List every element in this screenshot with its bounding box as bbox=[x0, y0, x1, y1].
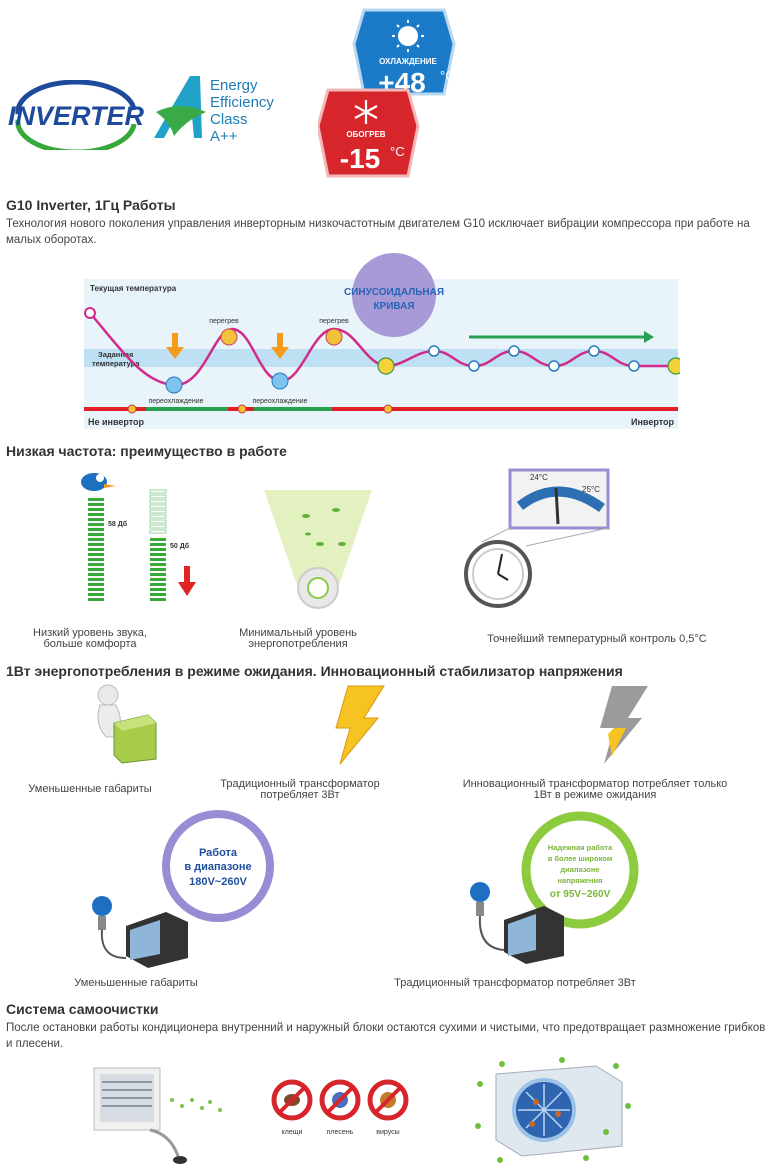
cooling-arrow-icon bbox=[166, 333, 289, 359]
svg-text:плесень: плесень bbox=[327, 1129, 354, 1136]
svg-text:-15: -15 bbox=[340, 143, 380, 174]
svg-text:50 Дб: 50 Дб bbox=[170, 542, 190, 550]
indoor-unit-illustration bbox=[90, 1060, 240, 1168]
lowfreq-caption-3: Точнейший температурный контроль 0,5°C bbox=[487, 633, 707, 645]
svg-text:Инвертор: Инвертор bbox=[631, 417, 674, 427]
energy-illustration bbox=[258, 488, 378, 618]
person-box-illustration bbox=[78, 683, 158, 765]
svg-text:в более широком: в более широком bbox=[548, 854, 613, 863]
snowflake-icon bbox=[354, 100, 378, 124]
svg-text:24°C: 24°C bbox=[530, 473, 548, 482]
svg-text:ОХЛАЖДЕНИЕ: ОХЛАЖДЕНИЕ bbox=[379, 57, 437, 66]
svg-text:Заданная: Заданная bbox=[98, 350, 133, 359]
svg-text:диапазоне: диапазоне bbox=[560, 865, 599, 874]
svg-text:Работа: Работа bbox=[199, 847, 238, 859]
temperature-range-badges: ОХЛАЖДЕНИЕ +48 °C ОБОГРЕВ -15 °C bbox=[316, 6, 460, 186]
standby-caption-3: Инновационный трансформатор потребляет т… bbox=[462, 778, 728, 801]
standby-caption-5: Традиционный трансформатор потребляет 3В… bbox=[394, 977, 636, 989]
stabilizer-1-illustration: Работа в диапазоне 180V~260V bbox=[86, 808, 276, 972]
plug-icon bbox=[92, 896, 127, 959]
bird-icon bbox=[81, 473, 116, 491]
svg-text:°C: °C bbox=[440, 68, 455, 83]
svg-text:Текущая температура: Текущая температура bbox=[90, 284, 177, 293]
thermostat-illustration: 24°C 25°C bbox=[462, 468, 612, 610]
svg-text:ОБОГРЕВ: ОБОГРЕВ bbox=[346, 130, 385, 139]
svg-text:переохлаждение: переохлаждение bbox=[148, 398, 203, 405]
svg-text:25°C: 25°C bbox=[582, 485, 600, 494]
standby-caption-4: Уменьшенные габариты bbox=[74, 977, 198, 989]
down-arrow-icon bbox=[178, 566, 196, 596]
svg-text:КРИВАЯ: КРИВАЯ bbox=[373, 301, 414, 312]
mite-icon bbox=[271, 1079, 313, 1121]
plug-icon bbox=[470, 882, 505, 951]
svg-text:180V~260V: 180V~260V bbox=[189, 876, 247, 888]
standby-caption-1: Уменьшенные габариты bbox=[28, 783, 152, 795]
standby-title: 1Вт энергопотребления в режиме ожидания.… bbox=[6, 663, 623, 679]
noise-level-illustration: 58 Дб 50 Дб bbox=[74, 470, 204, 610]
svg-text:A++: A++ bbox=[210, 128, 238, 145]
svg-text:перегрев: перегрев bbox=[319, 318, 349, 325]
selfclean-text: После остановки работы кондиционера внут… bbox=[6, 1022, 766, 1050]
sine-wave-diagram: Текущая температура Заданная температура… bbox=[84, 253, 685, 433]
svg-text:INVERTER: INVERTER bbox=[8, 101, 144, 131]
svg-text:от 95V~260V: от 95V~260V bbox=[550, 889, 611, 900]
svg-text:клещи: клещи bbox=[282, 1129, 303, 1136]
svg-text:Efficiency: Efficiency bbox=[210, 94, 274, 111]
g10-title: G10 Inverter, 1Гц Работы bbox=[6, 197, 176, 213]
svg-text:вирусы: вирусы bbox=[376, 1129, 399, 1136]
lowfreq-caption-1: Низкий уровень звука,больше комфорта bbox=[33, 627, 147, 650]
lightning-gray-icon bbox=[590, 684, 652, 766]
lightning-yellow-icon bbox=[326, 684, 388, 766]
no-pests-icons: клещи плесень вирусы bbox=[268, 1076, 418, 1136]
energy-class-logo: Energy Efficiency Class A++ bbox=[150, 72, 290, 148]
stabilizer-2-illustration: Надежная работа в более широком диапазон… bbox=[464, 808, 654, 972]
svg-text:перегрев: перегрев bbox=[209, 318, 239, 325]
svg-text:58 Дб: 58 Дб bbox=[108, 520, 128, 528]
selfclean-title: Система самоочистки bbox=[6, 1001, 159, 1017]
smiley-icons bbox=[165, 328, 685, 394]
svg-text:переохлаждение: переохлаждение bbox=[252, 398, 307, 405]
svg-text:СИНУСОИДАЛЬНАЯ: СИНУСОИДАЛЬНАЯ bbox=[344, 287, 444, 298]
clock-icon bbox=[464, 540, 532, 608]
svg-text:Energy: Energy bbox=[210, 77, 258, 94]
mold-icon bbox=[319, 1079, 361, 1121]
svg-text:температура: температура bbox=[92, 359, 140, 368]
svg-text:в диапазоне: в диапазоне bbox=[184, 861, 251, 873]
svg-text:Class: Class bbox=[210, 111, 248, 128]
inverter-logo: INVERTER bbox=[8, 79, 145, 155]
lowfreq-title: Низкая частота: преимущество в работе bbox=[6, 443, 287, 459]
svg-text:°C: °C bbox=[390, 144, 405, 159]
leaf-icon bbox=[302, 508, 346, 546]
g10-text: Технология нового поколения управления и… bbox=[6, 218, 750, 246]
svg-text:Не инвертор: Не инвертор bbox=[88, 417, 145, 427]
svg-text:Надежная работа: Надежная работа bbox=[548, 843, 613, 852]
virus-icon bbox=[367, 1079, 409, 1121]
svg-text:напряжения: напряжения bbox=[558, 876, 603, 885]
outdoor-unit-illustration bbox=[466, 1054, 636, 1168]
sun-icon bbox=[392, 20, 424, 52]
